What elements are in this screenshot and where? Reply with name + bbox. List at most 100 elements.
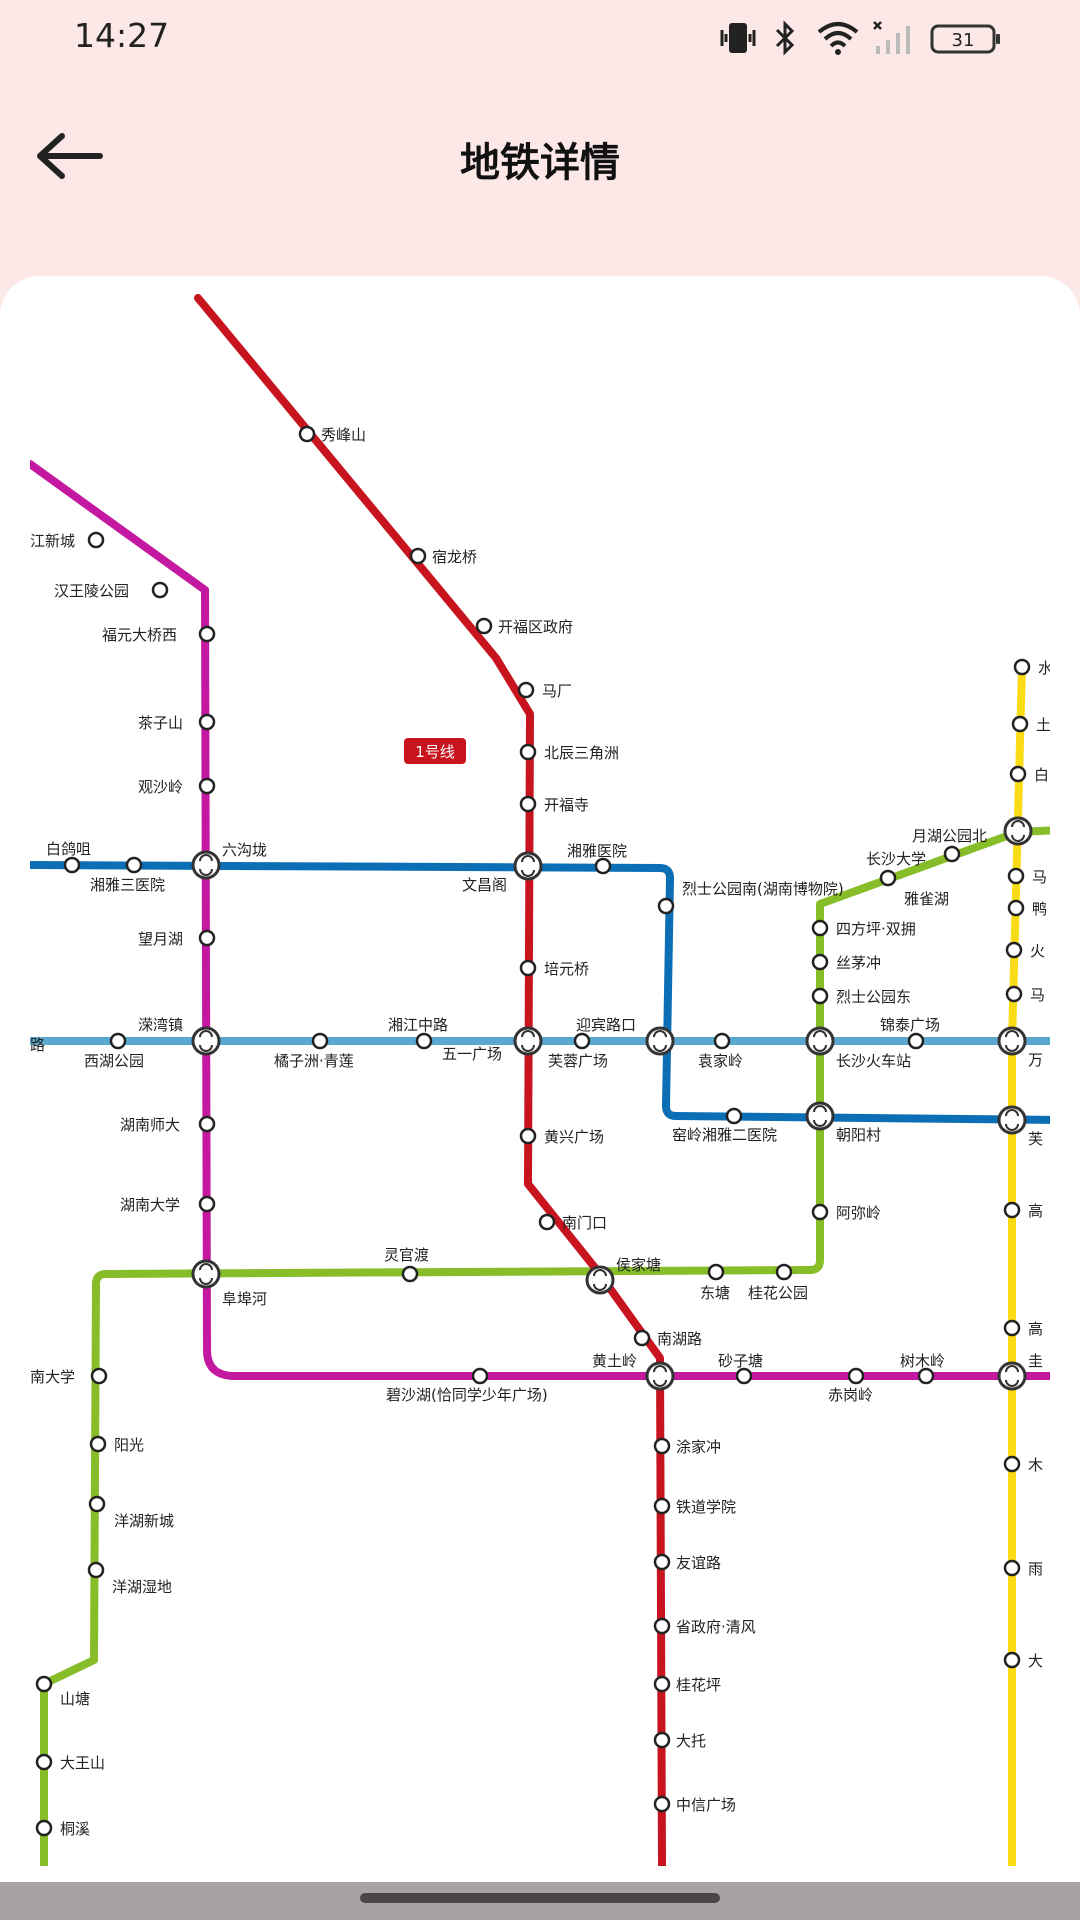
station[interactable]: 窑岭湘雅二医院 <box>672 1107 777 1144</box>
station[interactable]: 四方坪·双拥 <box>811 919 916 938</box>
transfer-station[interactable]: 溁湾镇 <box>138 1016 221 1056</box>
transfer-station[interactable]: 朝阳村 <box>805 1101 881 1144</box>
station[interactable]: 汉王陵公园 <box>54 581 169 600</box>
station[interactable]: 高 <box>1003 1319 1043 1338</box>
station[interactable]: 湘江中路 <box>388 1016 448 1050</box>
station[interactable]: 开福寺 <box>519 795 589 814</box>
station[interactable]: 雨 <box>1003 1559 1043 1578</box>
station[interactable]: 铁道学院 <box>653 1497 736 1516</box>
station[interactable]: 培元桥 <box>519 959 589 978</box>
station[interactable]: 山塘 <box>35 1675 90 1708</box>
station[interactable]: 碧沙湖(恰同学少年广场) <box>386 1367 548 1404</box>
station[interactable]: 中信广场 <box>653 1795 736 1814</box>
station[interactable]: 丝茅冲 <box>811 953 881 972</box>
station[interactable]: 湖南大学 <box>120 1195 216 1214</box>
station[interactable]: 南湖路 <box>633 1329 702 1348</box>
station[interactable]: 白 <box>1009 765 1049 784</box>
station[interactable]: 土 <box>1011 715 1050 734</box>
station-dot <box>775 1263 793 1281</box>
station[interactable]: 大王山 <box>35 1753 105 1772</box>
station[interactable]: 南大学 <box>30 1367 108 1386</box>
station-dot <box>735 1367 753 1385</box>
station[interactable]: 高 <box>1003 1201 1043 1220</box>
station[interactable]: 西湖公园 <box>84 1032 144 1070</box>
station[interactable]: 桂花公园 <box>748 1263 808 1302</box>
station[interactable]: 木 <box>1003 1455 1043 1474</box>
station[interactable]: 洋湖新城 <box>88 1495 174 1530</box>
station[interactable]: 阳光 <box>89 1435 144 1454</box>
station[interactable]: 马厂 <box>517 681 572 700</box>
station[interactable]: 橘子洲·青莲 <box>274 1032 354 1070</box>
station-dot <box>1003 1455 1021 1473</box>
station[interactable]: 茶子山 <box>138 713 216 732</box>
station[interactable]: 砂子塘 <box>718 1352 763 1385</box>
station[interactable]: 洋湖湿地 <box>87 1561 172 1596</box>
station[interactable]: 桂花坪 <box>653 1675 721 1694</box>
station[interactable]: 大 <box>1003 1651 1043 1670</box>
station[interactable]: 涂家冲 <box>653 1437 721 1456</box>
station-label-only[interactable]: 路 <box>30 1036 45 1054</box>
station[interactable]: 雅雀湖 <box>879 869 949 908</box>
station-label: 铁道学院 <box>676 1498 736 1516</box>
station[interactable]: 东塘 <box>700 1263 730 1302</box>
station[interactable]: 湘雅医院 <box>567 842 627 875</box>
station[interactable]: 湘雅三医院 <box>90 856 165 894</box>
station[interactable]: 树木岭 <box>900 1352 945 1385</box>
station[interactable]: 北辰三角洲 <box>519 743 619 762</box>
station[interactable]: 烈士公园东 <box>811 987 911 1006</box>
station[interactable]: 袁家岭 <box>698 1032 743 1070</box>
transfer-station[interactable]: 迎宾路口 <box>576 1016 675 1056</box>
station[interactable]: 望月湖 <box>138 929 216 948</box>
station[interactable]: 福元大桥西 <box>102 625 216 644</box>
station[interactable]: 水 <box>1013 658 1050 677</box>
transfer-station[interactable]: 阜埠河 <box>191 1259 267 1308</box>
station-label: 阳光 <box>114 1436 144 1454</box>
station[interactable]: 宿龙桥 <box>409 547 477 566</box>
metro-map-viewport[interactable]: 1号线 秀峰山 宿龙桥 开福区政府 马厂 北辰三角洲 开福寺 湘雅医院 文昌阁 … <box>30 294 1050 1866</box>
home-indicator[interactable] <box>360 1893 720 1903</box>
station[interactable]: 芙蓉广场 <box>548 1032 608 1070</box>
station[interactable]: 观沙岭 <box>138 777 216 796</box>
station[interactable]: 黄兴广场 <box>519 1127 604 1146</box>
station[interactable]: 灵官渡 <box>384 1246 429 1283</box>
transfer-station[interactable] <box>805 1026 835 1056</box>
station[interactable]: 桐溪 <box>35 1819 90 1838</box>
station[interactable]: 赤岗岭 <box>828 1367 873 1404</box>
station[interactable]: 锦泰广场 <box>880 1016 940 1050</box>
station[interactable]: 省政府·清风 <box>653 1617 756 1636</box>
metro-map[interactable]: 1号线 秀峰山 宿龙桥 开福区政府 马厂 北辰三角洲 开福寺 湘雅医院 文昌阁 … <box>30 294 1050 1866</box>
station-label: 宿龙桥 <box>432 548 477 566</box>
station[interactable]: 马 <box>1005 985 1045 1004</box>
transfer-station[interactable]: 芙 <box>997 1105 1043 1148</box>
station-label: 长沙大学 <box>866 850 926 868</box>
transfer-station[interactable]: 六沟垅 <box>191 841 267 880</box>
station[interactable]: 湖南师大 <box>120 1115 216 1134</box>
station-dot <box>35 1675 53 1693</box>
back-button[interactable] <box>30 124 114 188</box>
transfer-station[interactable]: 月湖公园北 <box>912 816 1033 846</box>
transfer-station[interactable]: 圭 <box>997 1352 1043 1391</box>
station-label: 茶子山 <box>138 714 183 732</box>
transfer-station[interactable]: 万 <box>997 1026 1043 1069</box>
station[interactable]: 大托 <box>653 1731 706 1750</box>
station[interactable]: 长沙大学 <box>866 845 961 868</box>
station[interactable]: 秀峰山 <box>298 425 366 444</box>
station[interactable]: 友谊路 <box>653 1553 721 1572</box>
station[interactable]: 阿弥岭 <box>811 1203 881 1222</box>
transfer-station[interactable]: 黄土岭 <box>592 1352 675 1391</box>
station[interactable]: 火 <box>1005 941 1045 960</box>
station[interactable]: 马 <box>1007 867 1047 886</box>
station[interactable]: 江新城 <box>30 531 105 550</box>
station-label-only[interactable]: 长沙火车站 <box>836 1052 911 1070</box>
transfer-station[interactable]: 五一广场 <box>442 1026 543 1063</box>
transfer-station[interactable]: 侯家塘 <box>585 1256 661 1295</box>
transfer-station[interactable]: 文昌阁 <box>462 851 543 894</box>
station-dot <box>35 1753 53 1771</box>
station-label: 月湖公园北 <box>912 827 987 845</box>
station[interactable]: 开福区政府 <box>475 617 573 636</box>
content-card: 1号线 秀峰山 宿龙桥 开福区政府 马厂 北辰三角洲 开福寺 湘雅医院 文昌阁 … <box>0 276 1080 1882</box>
station[interactable]: 鸭 <box>1007 899 1047 918</box>
station[interactable]: 白鸽咀 <box>46 840 91 874</box>
station[interactable]: 南门口 <box>538 1213 607 1232</box>
station[interactable]: 烈士公园南(湖南博物院) <box>657 880 844 915</box>
